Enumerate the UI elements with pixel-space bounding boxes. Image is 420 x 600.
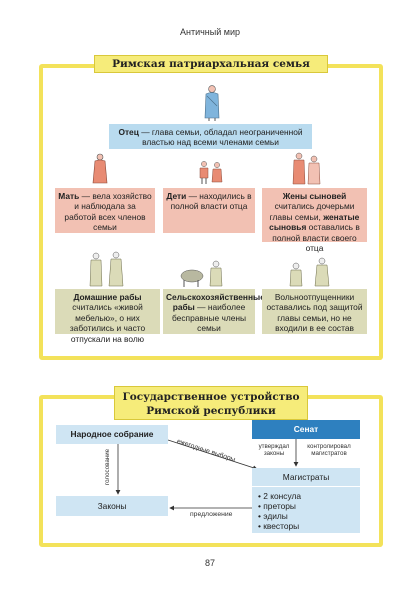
father-figure-illustration	[204, 85, 220, 121]
magistrate-aediles: • эдилы	[258, 511, 288, 521]
mother-figure-illustration	[92, 153, 108, 184]
running-header: Античный мир	[180, 27, 240, 37]
rural-slaves-text: — наиболее бесправные члены семьи	[171, 302, 247, 334]
married-sons-text: оставались в полной власти своего отца	[272, 222, 360, 254]
page-number: 87	[204, 558, 215, 568]
wives-label: Жены сыновей	[282, 191, 347, 201]
magistrate-consuls: • 2 консула	[258, 491, 302, 501]
freedmen-illustration	[289, 257, 330, 287]
label-controlled: контролировал магистратов	[307, 443, 351, 458]
rural-slaves-box: Сельскохозяйственные рабы — наиболее бес…	[163, 289, 265, 334]
children-figures-illustration	[199, 161, 223, 184]
freedmen-box: Вольноотпущенники оставались под защитой…	[262, 289, 367, 334]
house-slaves-label: Домашние рабы	[73, 292, 142, 302]
children-text: — находились в полной власти отца	[170, 191, 252, 212]
state-title-line2: Римской республики	[146, 405, 276, 417]
state-title: Государственное устройство Римской респу…	[114, 386, 308, 420]
rural-slaves-label: Сельскохозяйственные рабы	[166, 292, 265, 313]
father-text: — глава семьи, обладал неограниченной вл…	[138, 127, 303, 148]
label-proposal: предложение	[190, 511, 233, 518]
magistrates-box: Магистраты	[252, 468, 360, 487]
mother-text: — вела хозяйство и наблюдала за работой …	[64, 191, 152, 233]
wives-sons-box: Жены сыновей считались дочерьми главы се…	[262, 188, 367, 253]
father-box: Отец — глава семьи, обладал неограниченн…	[109, 124, 312, 149]
label-approved: утверждал законы	[258, 443, 290, 458]
rural-slaves-illustration	[180, 260, 223, 287]
family-title: Римская патриархальная семья	[94, 55, 328, 73]
house-slaves-illustration	[89, 251, 124, 287]
state-title-line1: Государственное устройство	[122, 391, 300, 403]
magistrate-quaestors: • квесторы	[258, 521, 300, 531]
senate-box: Сенат	[252, 420, 360, 439]
father-label: Отец	[118, 127, 139, 137]
magistrate-praetors: • преторы	[258, 501, 296, 511]
magistrates-list: • 2 консула • преторы • эдилы • квесторы	[252, 487, 360, 533]
assembly-box: Народное собрание	[56, 425, 168, 444]
house-slaves-text: считались «живой мебелью», о них заботил…	[69, 302, 146, 344]
label-voting: голосование	[104, 448, 111, 485]
house-slaves-box: Домашние рабы считались «живой мебелью»,…	[55, 289, 160, 344]
married-sons-label: женатые сыновья	[269, 211, 360, 233]
children-box: Дети — находились в полной власти отца	[163, 188, 255, 233]
mother-box: Мать — вела хозяйство и наблюдала за раб…	[55, 188, 155, 233]
wives-text: считались дочерьми главы семьи,	[269, 201, 355, 222]
laws-box: Законы	[56, 496, 168, 516]
mother-label: Мать	[58, 191, 80, 201]
wives-sons-figures-illustration	[292, 152, 321, 185]
freedmen-text: Вольноотпущенники оставались под защитой…	[266, 292, 363, 334]
children-label: Дети	[166, 191, 187, 201]
